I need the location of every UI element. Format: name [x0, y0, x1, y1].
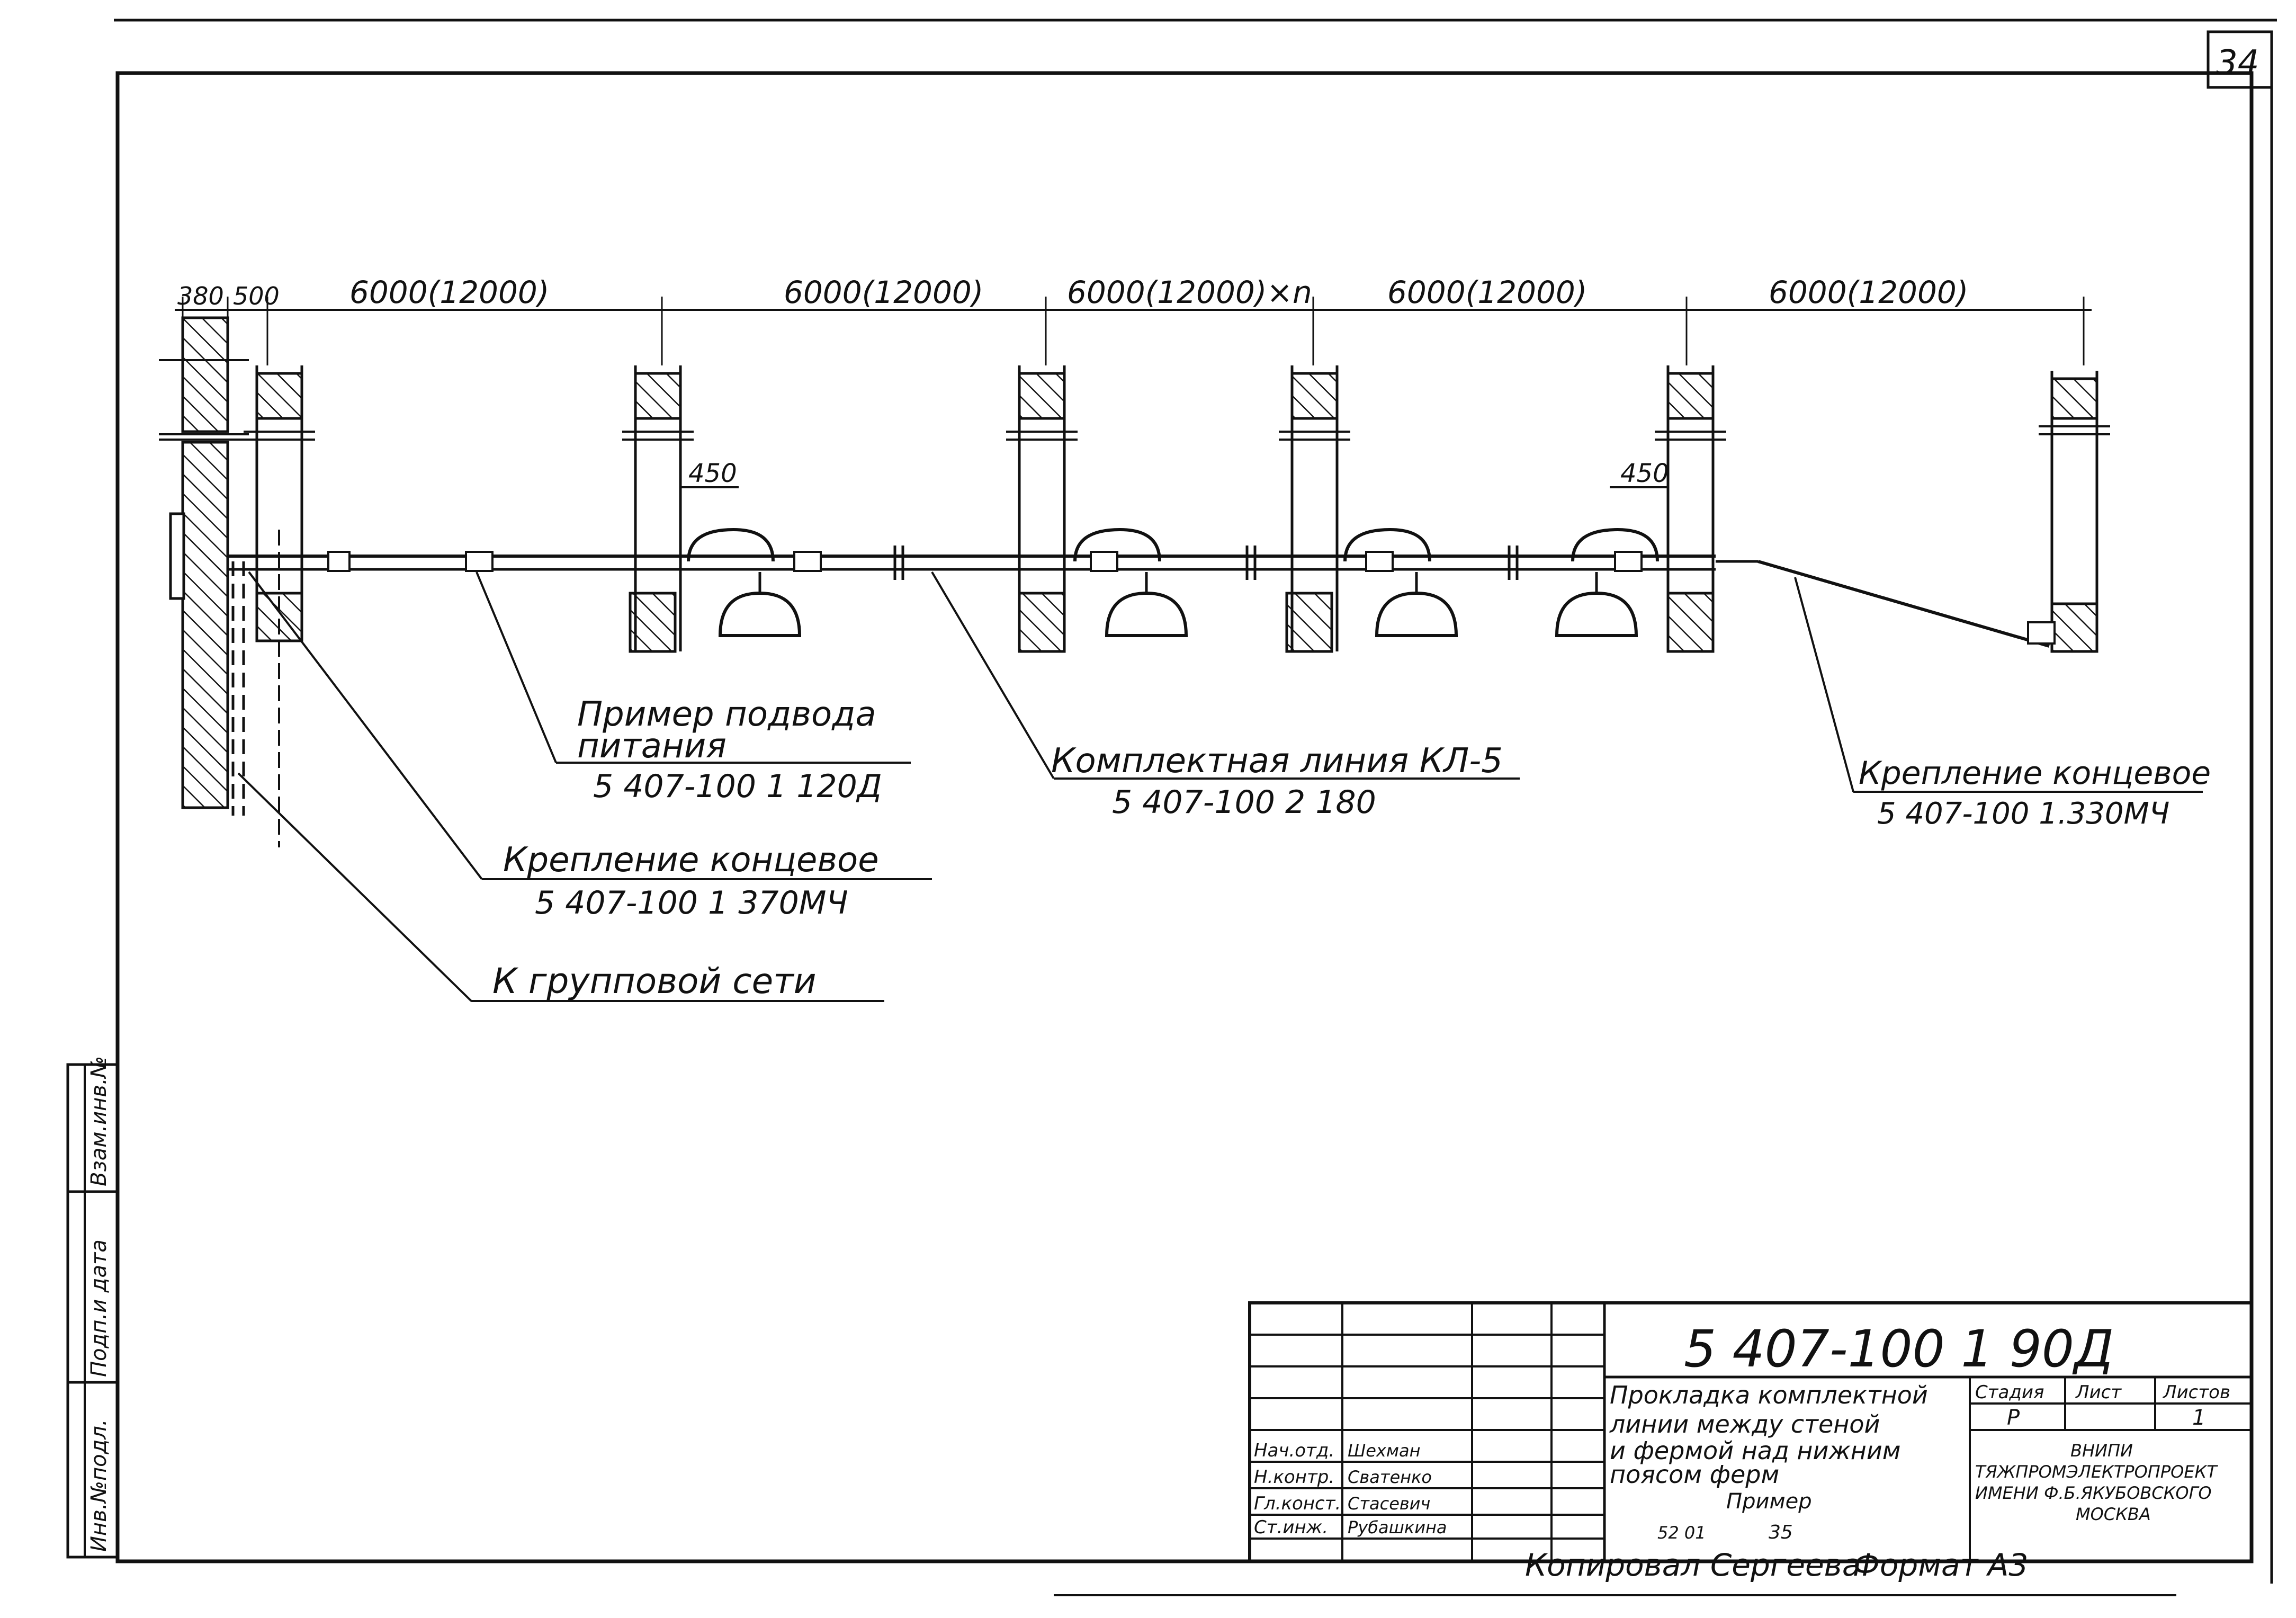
- dimension-chain: [175, 297, 2092, 365]
- sheets-total: 1: [2192, 1406, 2205, 1430]
- title-block-grid: [1248, 1301, 2253, 1563]
- column-3: [1006, 365, 1078, 653]
- column-4: [1279, 365, 1350, 653]
- lamp-2: [1073, 528, 1188, 637]
- title-line-2: линии между стеной: [1609, 1410, 1880, 1438]
- col-header-sheets: Листов: [2162, 1382, 2230, 1403]
- lamp-1: [687, 528, 802, 637]
- col-header-stage: Стадия: [1975, 1382, 2044, 1403]
- power-feed-title-2: питания: [577, 727, 727, 766]
- end-fix-left-ref: 5 407-100 1 370МЧ: [535, 884, 848, 922]
- busway-line: [228, 546, 2056, 648]
- column-1: [244, 365, 315, 847]
- format-label: Формат А3: [1853, 1547, 2028, 1583]
- dim-450-left: 450: [688, 459, 737, 488]
- wall-section: [159, 316, 249, 816]
- end-fix-right-ref: 5 407-100 1.330МЧ: [1877, 797, 2169, 831]
- name-3: Стасевич: [1348, 1494, 1430, 1514]
- end-fix-left-title: Крепление концевое: [503, 841, 879, 880]
- dim-span-1: 6000(12000): [349, 274, 549, 310]
- title-line-3: и фермой над нижним: [1610, 1436, 1900, 1465]
- side-stamp: [66, 1063, 119, 1559]
- column-2: [622, 365, 694, 653]
- lamp-4: [1555, 528, 1659, 637]
- role-4: Ст.инж.: [1254, 1517, 1328, 1538]
- dim-span-3: 6000(12000)×n: [1067, 274, 1312, 310]
- org-line-4: МОСКВА: [2076, 1504, 2151, 1524]
- title-line-4: поясом ферм: [1610, 1460, 1779, 1489]
- col-header-sheet: Лист: [2075, 1382, 2122, 1403]
- dim-500: 500: [233, 282, 280, 310]
- name-2: Сватенко: [1348, 1467, 1432, 1487]
- extra-mark: 35: [1769, 1522, 1793, 1543]
- side-stamp-cell-3: Взам.инв.№: [87, 1056, 111, 1186]
- dim-span-4: 6000(12000): [1387, 274, 1587, 310]
- copied-by: Копировал Сергеева: [1525, 1547, 1861, 1583]
- page-number-box: [2207, 30, 2273, 89]
- org-line-3: ИМЕНИ Ф.Б.ЯКУБОВСКОГО: [1975, 1483, 2212, 1503]
- end-fix-right-title: Крепление концевое: [1859, 755, 2211, 792]
- power-feed-ref: 5 407-100 1 120Д: [593, 768, 882, 805]
- stage-value: Р: [2007, 1406, 2020, 1430]
- page-number: 34: [2216, 43, 2259, 83]
- line-ref: 5 407-100 2 180: [1112, 784, 1376, 821]
- role-2: Н.контр.: [1254, 1467, 1334, 1488]
- leader-lines: [237, 571, 2203, 1002]
- lamp-3: [1343, 528, 1458, 637]
- side-stamp-cell-1: Инв.№подл.: [87, 1419, 111, 1552]
- line-title: Комплектная линия КЛ-5: [1051, 741, 1503, 781]
- dim-span-5: 6000(12000): [1769, 274, 1968, 310]
- org-line-2: ТЯЖПРОМЭЛЕКТРОПРОЕКТ: [1975, 1462, 2218, 1482]
- name-1: Шехман: [1348, 1441, 1421, 1461]
- role-1: Нач.отд.: [1254, 1440, 1334, 1461]
- title-note: Пример: [1726, 1489, 1812, 1514]
- side-stamp-cell-2: Подп.и дата: [87, 1239, 111, 1377]
- small-note: 52 01: [1657, 1523, 1706, 1543]
- dim-450-right: 450: [1620, 459, 1669, 488]
- name-4: Рубашкина: [1348, 1517, 1447, 1537]
- column-6: [2039, 371, 2110, 653]
- power-feed-title-1: Пример подвода: [577, 695, 876, 734]
- dim-380: 380: [177, 282, 224, 310]
- column-5: [1655, 365, 1726, 653]
- group-net-label: К групповой сети: [492, 961, 817, 1002]
- org-line-1: ВНИПИ: [2070, 1441, 2133, 1461]
- dim-span-2: 6000(12000): [784, 274, 983, 310]
- title-line-1: Прокладка комплектной: [1610, 1381, 1928, 1409]
- drawing-frame: [115, 71, 2254, 1563]
- role-3: Гл.конст.: [1254, 1493, 1341, 1514]
- doc-code: 5 407-100 1 90Д: [1684, 1319, 2114, 1379]
